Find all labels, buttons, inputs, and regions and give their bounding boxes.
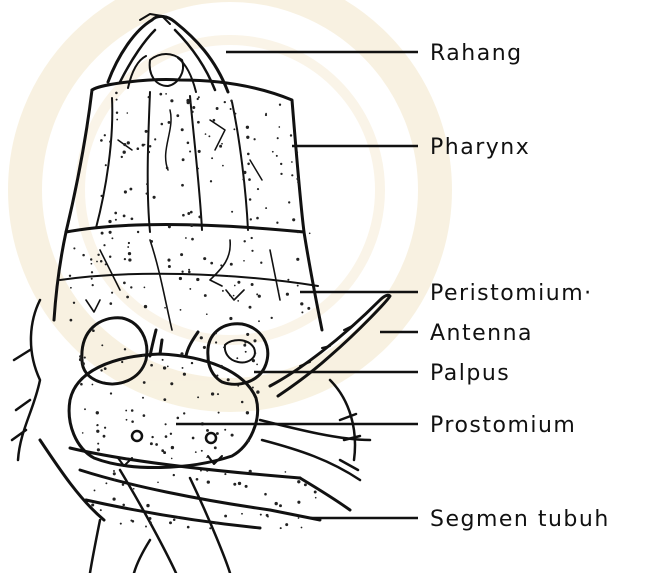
cirri-left	[12, 300, 40, 460]
label-palpus: Palpus	[430, 361, 510, 386]
antenna-left	[150, 330, 162, 356]
eye-left	[132, 431, 142, 441]
label-peristomium: Peristomium·	[430, 281, 593, 306]
label-antenna: Antenna	[430, 321, 533, 346]
pharynx-outline	[92, 80, 304, 232]
eye-right	[206, 433, 216, 443]
label-segmen-tubuh: Segmen tubuh	[430, 507, 610, 532]
label-prostomium: Prostomium	[430, 413, 576, 438]
label-rahang: Rahang	[430, 41, 523, 66]
label-pharynx: Pharynx	[430, 135, 530, 160]
